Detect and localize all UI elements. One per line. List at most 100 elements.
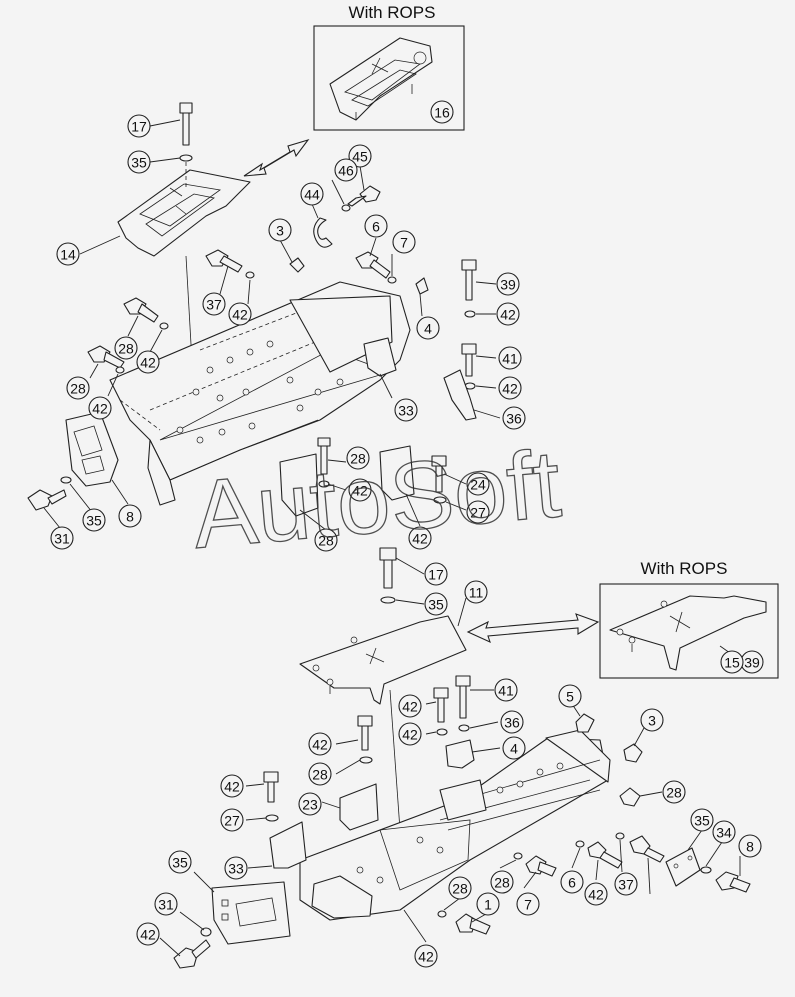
callout-number: 4 bbox=[510, 741, 518, 757]
callout-number: 41 bbox=[498, 683, 514, 699]
bracket-23 bbox=[269, 821, 307, 869]
callout-number: 5 bbox=[566, 689, 574, 705]
lower-callout-42: 42 bbox=[398, 722, 422, 746]
callout-circle bbox=[558, 684, 582, 708]
callout-circle bbox=[220, 808, 244, 832]
lower-callout-28: 28 bbox=[448, 876, 472, 900]
callout-number: 35 bbox=[172, 855, 188, 871]
callout-number: 42 bbox=[402, 699, 418, 715]
callout-circle bbox=[348, 144, 372, 168]
callout-circle bbox=[614, 872, 638, 896]
callout-circle bbox=[224, 856, 248, 880]
upper-callout-45: 45 bbox=[348, 144, 372, 168]
callout-number: 42 bbox=[224, 779, 240, 795]
inset-callout-16: 16 bbox=[430, 100, 454, 124]
callout-number: 44 bbox=[304, 187, 320, 203]
callout-number: 28 bbox=[118, 341, 134, 357]
callout-number: 42 bbox=[92, 401, 108, 417]
upper-callout-41: 41 bbox=[498, 346, 522, 370]
callout-number: 28 bbox=[452, 881, 468, 897]
upper-callout-35: 35 bbox=[82, 508, 106, 532]
bracket-8-upper bbox=[65, 411, 119, 487]
callout-number: 28 bbox=[666, 785, 682, 801]
callout-circle bbox=[720, 650, 744, 674]
upper-callout-39: 39 bbox=[496, 272, 520, 296]
lower-callout-42: 42 bbox=[220, 774, 244, 798]
callout-circle bbox=[168, 850, 192, 874]
lower-callout-42: 42 bbox=[398, 694, 422, 718]
callout-circle bbox=[424, 592, 448, 616]
lower-callout-35: 35 bbox=[424, 592, 448, 616]
callout-circle bbox=[348, 478, 372, 502]
upper-callout-28: 28 bbox=[114, 336, 138, 360]
lower-callout-41: 41 bbox=[494, 678, 518, 702]
bottom-interchange-arrow bbox=[466, 613, 600, 644]
plate-11 bbox=[299, 615, 467, 705]
callout-number: 42 bbox=[418, 949, 434, 965]
callout-circle bbox=[498, 346, 522, 370]
lower-callout-3: 3 bbox=[640, 708, 664, 732]
callout-number: 7 bbox=[400, 235, 408, 251]
callout-circle bbox=[136, 350, 160, 374]
callout-number: 14 bbox=[60, 247, 76, 263]
callout-number: 37 bbox=[618, 877, 634, 893]
callout-number: 36 bbox=[504, 715, 520, 731]
callout-circle bbox=[662, 780, 686, 804]
callout-circle bbox=[712, 820, 736, 844]
callout-number: 17 bbox=[131, 119, 147, 135]
callout-number: 42 bbox=[502, 381, 518, 397]
callout-number: 6 bbox=[568, 875, 576, 891]
upper-callout-42: 42 bbox=[88, 396, 112, 420]
callout-circle bbox=[394, 398, 418, 422]
callout-number: 42 bbox=[500, 307, 516, 323]
lower-callout-36: 36 bbox=[500, 710, 524, 734]
rops-plate-15 bbox=[609, 595, 767, 671]
callout-circle bbox=[640, 708, 664, 732]
callout-circle bbox=[466, 500, 490, 524]
callout-circle bbox=[430, 100, 454, 124]
callout-number: 24 bbox=[470, 477, 486, 493]
callout-circle bbox=[118, 504, 142, 528]
lower-callout-11: 11 bbox=[464, 580, 488, 604]
lower-callout-28: 28 bbox=[308, 762, 332, 786]
upper-callout-37: 37 bbox=[202, 292, 226, 316]
lower-callout-42: 42 bbox=[414, 944, 438, 968]
callout-circle bbox=[398, 722, 422, 746]
callout-circle bbox=[88, 396, 112, 420]
callout-circle bbox=[494, 678, 518, 702]
lower-callout-35: 35 bbox=[690, 808, 714, 832]
bottom-inset-title: With ROPS bbox=[641, 559, 728, 578]
callout-circle bbox=[220, 774, 244, 798]
callout-number: 4 bbox=[424, 321, 432, 337]
callout-circle bbox=[114, 336, 138, 360]
callout-number: 28 bbox=[350, 451, 366, 467]
callout-number: 39 bbox=[500, 277, 516, 293]
callout-number: 42 bbox=[140, 355, 156, 371]
callout-circle bbox=[298, 792, 322, 816]
plate-14 bbox=[117, 169, 251, 257]
top-inset-title: With ROPS bbox=[349, 3, 436, 22]
callout-circle bbox=[516, 892, 540, 916]
lower-callout-5: 5 bbox=[558, 684, 582, 708]
callout-number: 36 bbox=[506, 411, 522, 427]
plate-33-lower bbox=[665, 847, 701, 887]
callout-circle bbox=[202, 292, 226, 316]
lower-frame-assembly bbox=[173, 547, 751, 969]
callout-number: 31 bbox=[54, 531, 70, 547]
lower-callout-31: 31 bbox=[154, 892, 178, 916]
lower-callout-6: 6 bbox=[560, 870, 584, 894]
bracket-27 bbox=[339, 783, 379, 831]
callout-circle bbox=[398, 694, 422, 718]
callout-number: 35 bbox=[131, 155, 147, 171]
callout-circle bbox=[498, 376, 522, 400]
callout-circle bbox=[127, 150, 151, 174]
callout-circle bbox=[66, 376, 90, 400]
callout-circle bbox=[308, 762, 332, 786]
callout-number: 3 bbox=[648, 713, 656, 729]
lower-callout-34: 34 bbox=[712, 820, 736, 844]
callout-number: 27 bbox=[224, 813, 240, 829]
upper-callout-33: 33 bbox=[394, 398, 418, 422]
top-interchange-arrow bbox=[243, 138, 310, 177]
callout-number: 8 bbox=[746, 839, 754, 855]
